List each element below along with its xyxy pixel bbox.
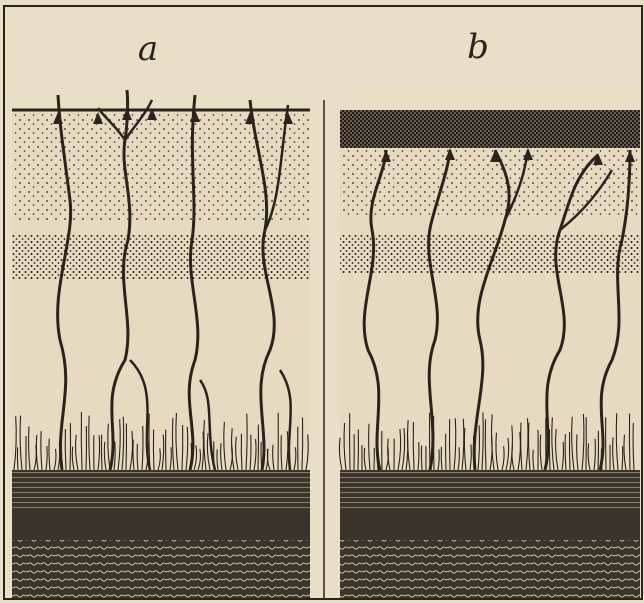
panel-b-striated-band: [340, 470, 640, 510]
hair-stroke: [101, 435, 102, 470]
hair-stroke: [153, 430, 154, 470]
panel-label-a: a: [138, 29, 158, 69]
panel-a-striated-band: [12, 470, 310, 510]
hair-stroke: [449, 419, 450, 470]
panel-b-wavy-layer: [340, 540, 640, 598]
panel-a-wavy-layer: [12, 540, 310, 598]
panel-label-b: b: [467, 27, 489, 67]
hair-stroke: [569, 432, 570, 470]
hair-stroke: [70, 423, 71, 470]
hair-stroke: [421, 445, 422, 470]
panel-b: [339, 110, 640, 598]
hair-stroke: [86, 426, 87, 470]
panel-a: [12, 90, 310, 598]
hair-stroke: [302, 417, 303, 470]
panel-b-dense-top-layer: [340, 110, 640, 148]
panel-a-dark-band: [12, 510, 310, 540]
hair-stroke: [17, 447, 18, 470]
hair-stroke: [629, 414, 630, 470]
panel-b-dark-band: [340, 510, 640, 540]
